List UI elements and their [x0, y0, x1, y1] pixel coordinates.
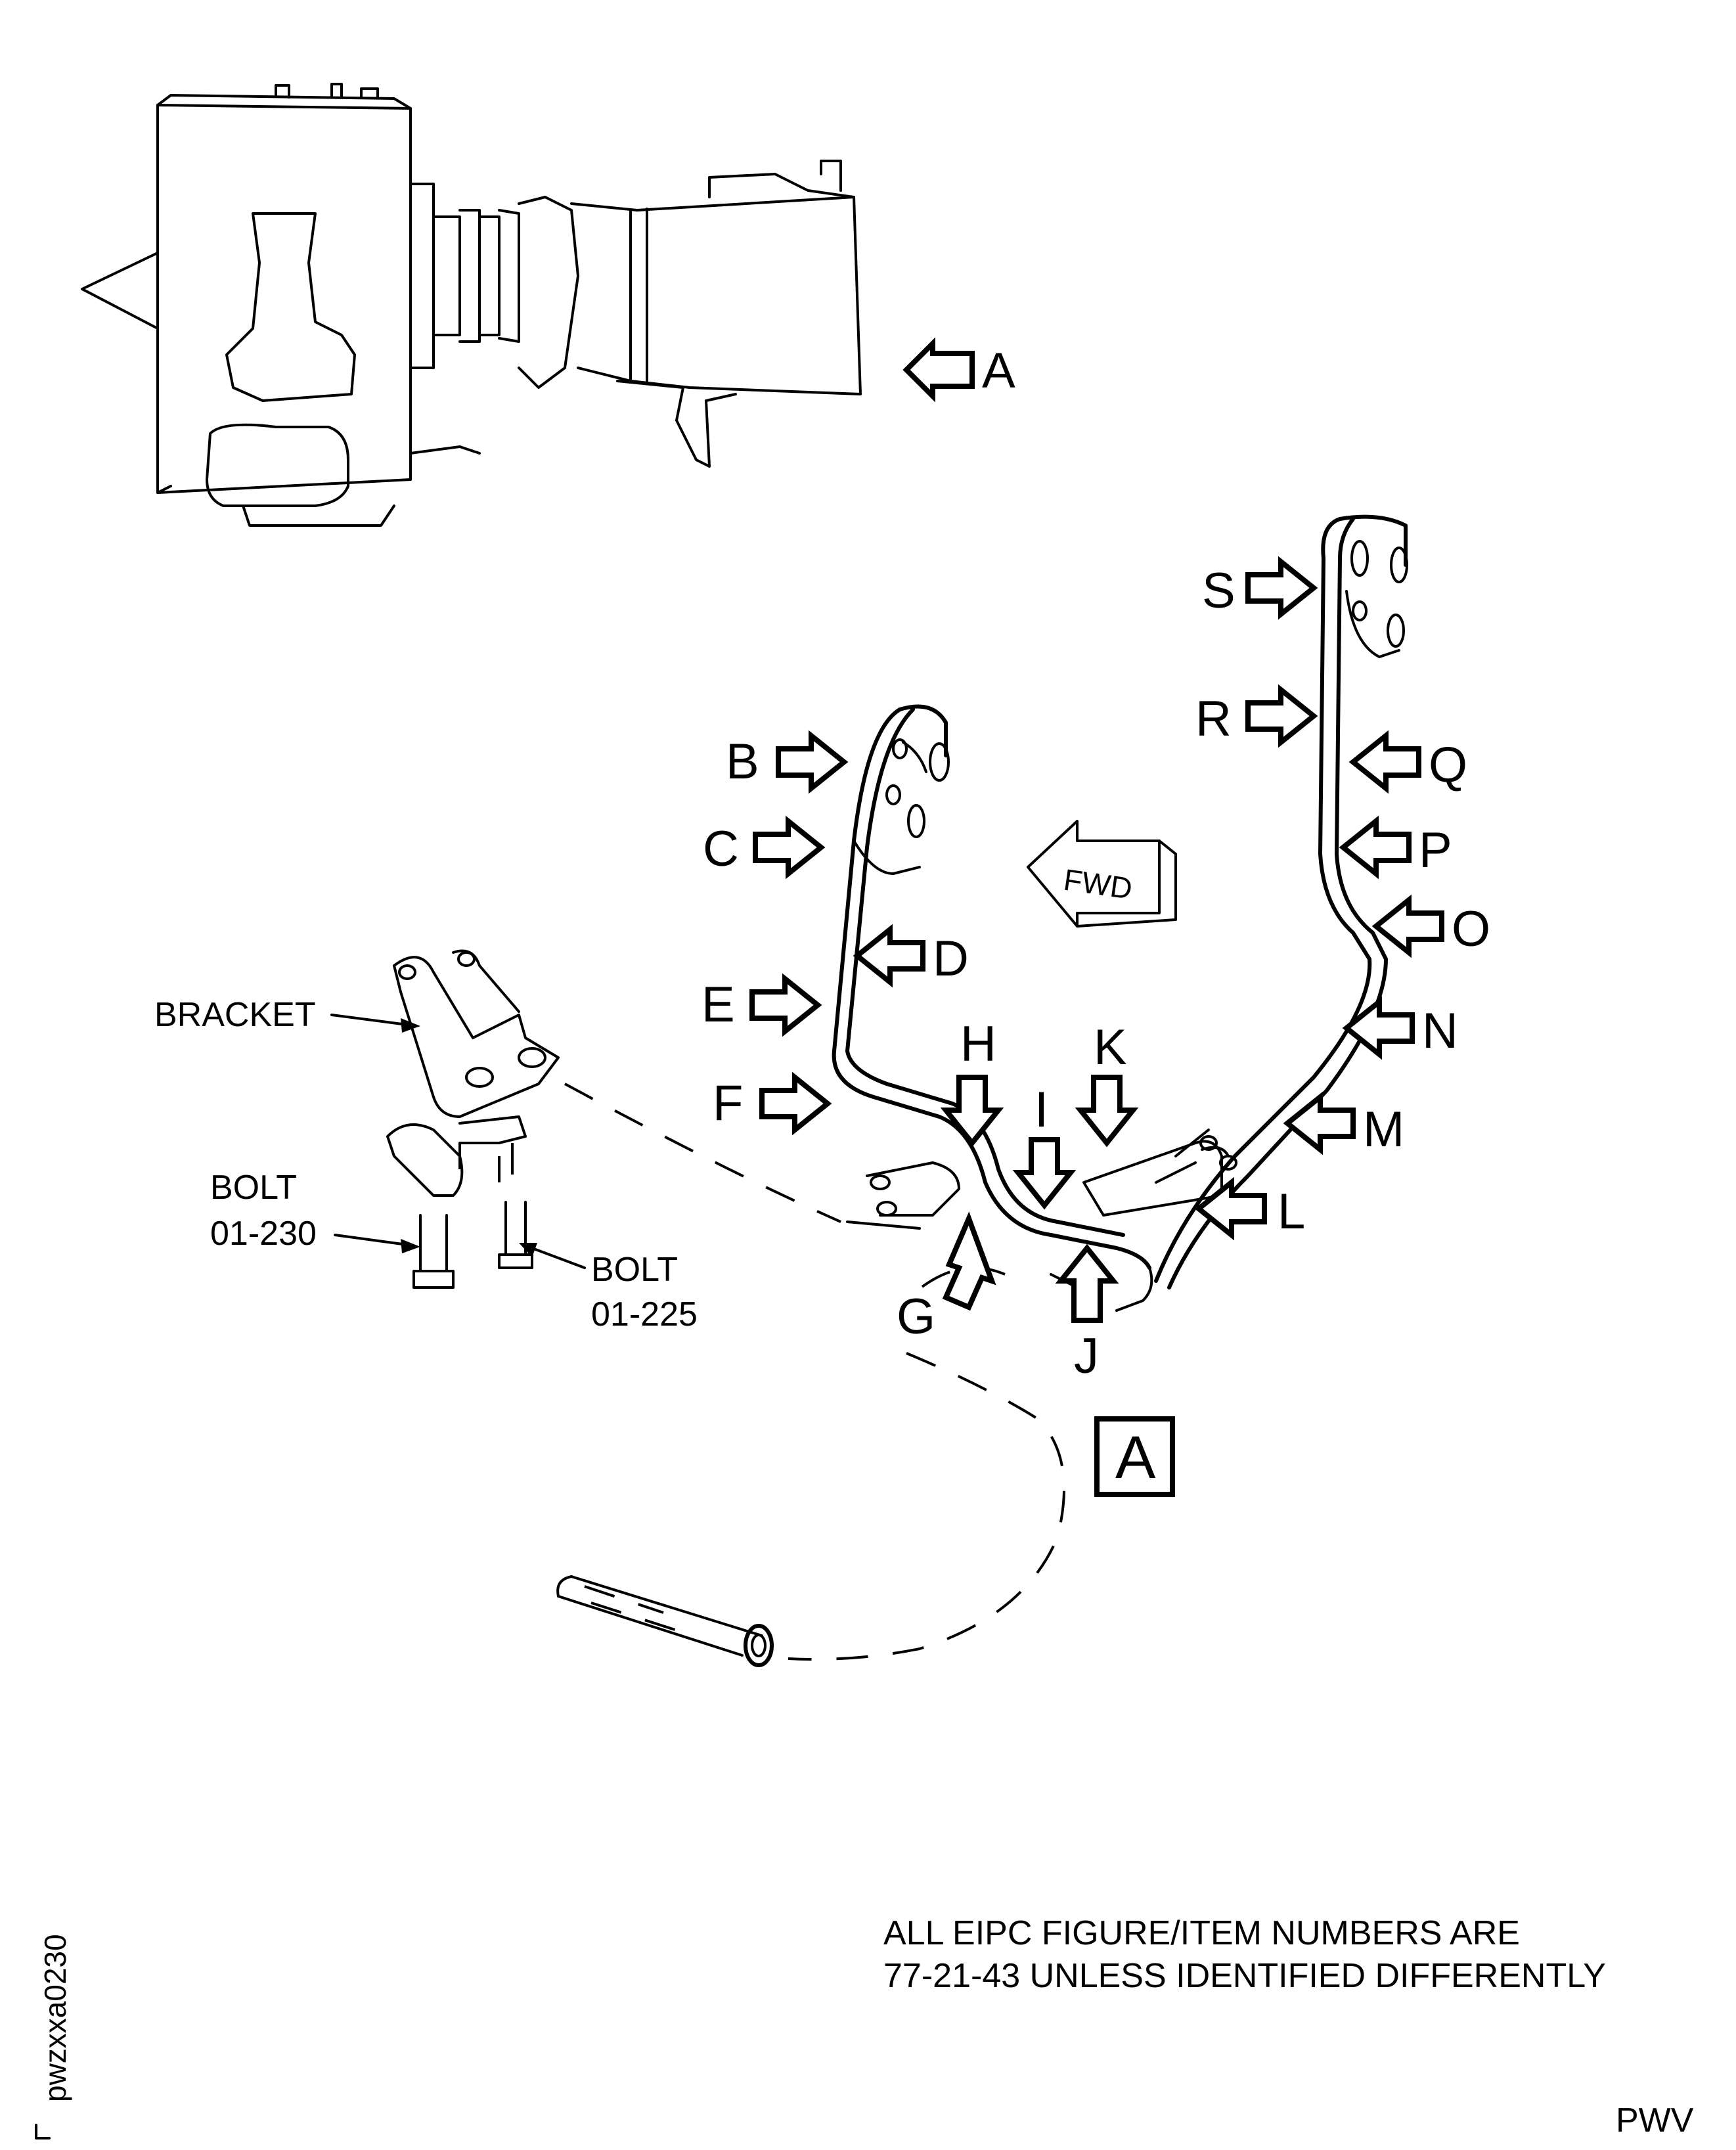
callout-arrow-p: [1339, 815, 1412, 880]
fwd-label: FWD: [1061, 862, 1134, 906]
bracket-leader-line: [330, 1014, 409, 1026]
callout-l: L: [1278, 1184, 1305, 1240]
callout-arrow-l: [1194, 1176, 1267, 1241]
forward-direction-arrow: [1027, 820, 1177, 928]
callout-p: P: [1419, 822, 1452, 878]
figure-id-bracket-mark: [35, 2124, 51, 2139]
detail-callout-circle: [788, 1266, 1065, 1661]
bolt-01-225-leader-line: [531, 1247, 586, 1269]
note-line-1: ALL EIPC FIGURE/ITEM NUMBERS ARE: [883, 1914, 1520, 1952]
callout-arrow-c: [753, 815, 826, 880]
view-a-label: A: [982, 343, 1015, 399]
callout-o: O: [1452, 901, 1490, 957]
callout-arrow-b: [776, 730, 849, 794]
bolt-01-225-number: 01-225: [591, 1295, 698, 1333]
callout-arrow-j: [1055, 1243, 1119, 1323]
callout-g: G: [897, 1289, 935, 1345]
bolt-01-230-leader-arrowhead: [401, 1239, 420, 1253]
callout-arrow-i: [1012, 1137, 1077, 1210]
callout-i: I: [1035, 1082, 1048, 1138]
bolt-01-225-name: BOLT: [591, 1251, 678, 1289]
figure-id: pwzxxa0230: [38, 1934, 72, 2102]
footer-code: PWV: [1616, 2101, 1694, 2139]
callout-h: H: [960, 1016, 996, 1072]
callout-arrow-q: [1348, 730, 1421, 794]
bracket-leader-arrowhead: [401, 1018, 420, 1033]
bracket-label: BRACKET: [154, 996, 316, 1034]
view-a-zone-label: A: [1115, 1424, 1156, 1491]
callout-arrow-k: [1075, 1075, 1139, 1148]
callout-arrow-g: [942, 1211, 996, 1311]
callout-c: C: [703, 821, 739, 877]
view-a-zone-box: [1094, 1416, 1175, 1497]
engine-overview-illustration: [81, 83, 862, 527]
bracket-detail-illustration: [386, 949, 841, 1289]
callout-arrow-h: [940, 1075, 1004, 1148]
callout-k: K: [1094, 1019, 1127, 1075]
callout-arrow-s: [1245, 556, 1318, 620]
bolt-01-230-leader-line: [334, 1234, 409, 1246]
callout-j: J: [1074, 1328, 1099, 1384]
callout-b: B: [726, 734, 759, 790]
callout-arrow-d: [853, 924, 925, 988]
view-a-arrow: [902, 337, 975, 403]
callout-m: M: [1363, 1102, 1404, 1157]
bolt-01-230-number: 01-230: [210, 1215, 317, 1253]
callout-d: D: [933, 931, 969, 987]
callout-arrow-f: [759, 1071, 832, 1136]
callout-arrow-r: [1245, 684, 1318, 748]
bolt-01-225-leader-arrowhead: [519, 1243, 537, 1257]
callout-q: Q: [1429, 737, 1467, 793]
note-line-2: 77-21-43 UNLESS IDENTIFIED DIFFERENTLY: [883, 1957, 1606, 1995]
cable-cross-section-illustration: [556, 1575, 774, 1667]
callout-n: N: [1422, 1003, 1458, 1059]
callout-f: F: [713, 1075, 743, 1131]
callout-arrow-m: [1283, 1091, 1356, 1155]
callout-s: S: [1202, 563, 1235, 619]
bolt-01-230-name: BOLT: [210, 1169, 297, 1207]
callout-r: R: [1195, 691, 1232, 747]
callout-arrow-e: [749, 973, 822, 1037]
callout-arrow-n: [1342, 996, 1415, 1060]
callout-e: E: [701, 977, 735, 1033]
callout-arrow-o: [1371, 894, 1444, 958]
